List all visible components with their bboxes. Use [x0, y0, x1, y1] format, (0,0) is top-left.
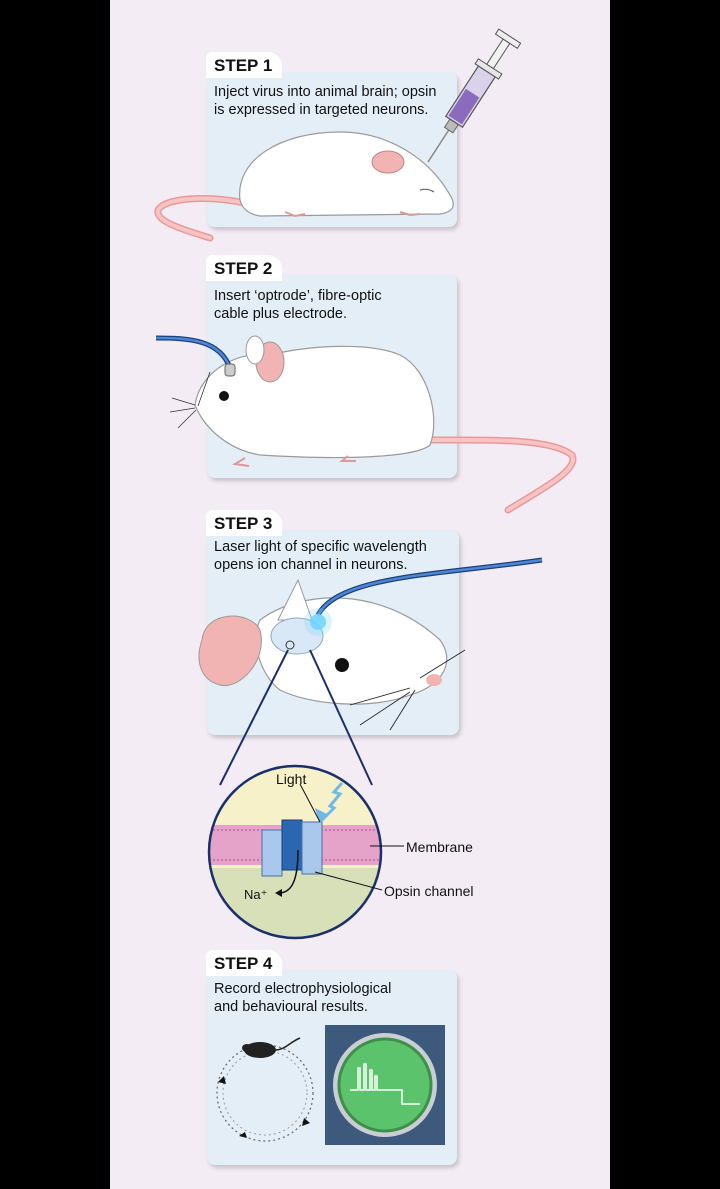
laser-fibre-icon — [304, 557, 543, 636]
inset-membrane-label: Membrane — [406, 839, 473, 855]
step-4-description-line-2: and behavioural results. — [214, 999, 368, 1015]
step-1-description-line-1: Inject virus into animal brain; opsin — [214, 84, 437, 100]
walking-mouse-icon — [169, 335, 577, 514]
step-3-description-line-1: Laser light of specific wavelength — [214, 539, 427, 555]
step-2-label: STEP 2 — [206, 255, 283, 281]
syringe-icon — [427, 28, 522, 163]
optrode-cable-icon — [155, 335, 236, 377]
step-1-label: STEP 1 — [206, 52, 283, 78]
inset-opsin-label: Opsin channel — [384, 883, 474, 899]
infographic-panel: STEP 1 Inject virus into animal brain; o… — [110, 0, 610, 1189]
step-4-label: STEP 4 — [206, 950, 283, 976]
step-4-description-line-1: Record electrophysiological — [214, 981, 392, 997]
behaviour-arena-icon — [216, 1037, 314, 1142]
step-2-description-line-1: Insert ‘optrode’, fibre-optic — [214, 288, 382, 304]
inset-light-label: Light — [276, 771, 306, 787]
step-2-description-line-2: cable plus electrode. — [214, 306, 347, 322]
step-3-label: STEP 3 — [206, 510, 283, 536]
mouse-head-closeup-icon — [198, 578, 466, 731]
arrow-icon — [275, 849, 299, 897]
opsin-channel-inset — [209, 766, 381, 938]
oscilloscope-icon — [325, 1025, 445, 1145]
step-3-description-line-2: opens ion channel in neurons. — [214, 557, 408, 573]
illustrations: Light Membrane Na⁺ Opsin channel — [154, 28, 577, 1145]
step-1-description-line-2: is expressed in targeted neurons. — [214, 102, 429, 118]
sleeping-mouse-icon — [154, 131, 454, 242]
inset-ion-label: Na⁺ — [244, 887, 267, 902]
